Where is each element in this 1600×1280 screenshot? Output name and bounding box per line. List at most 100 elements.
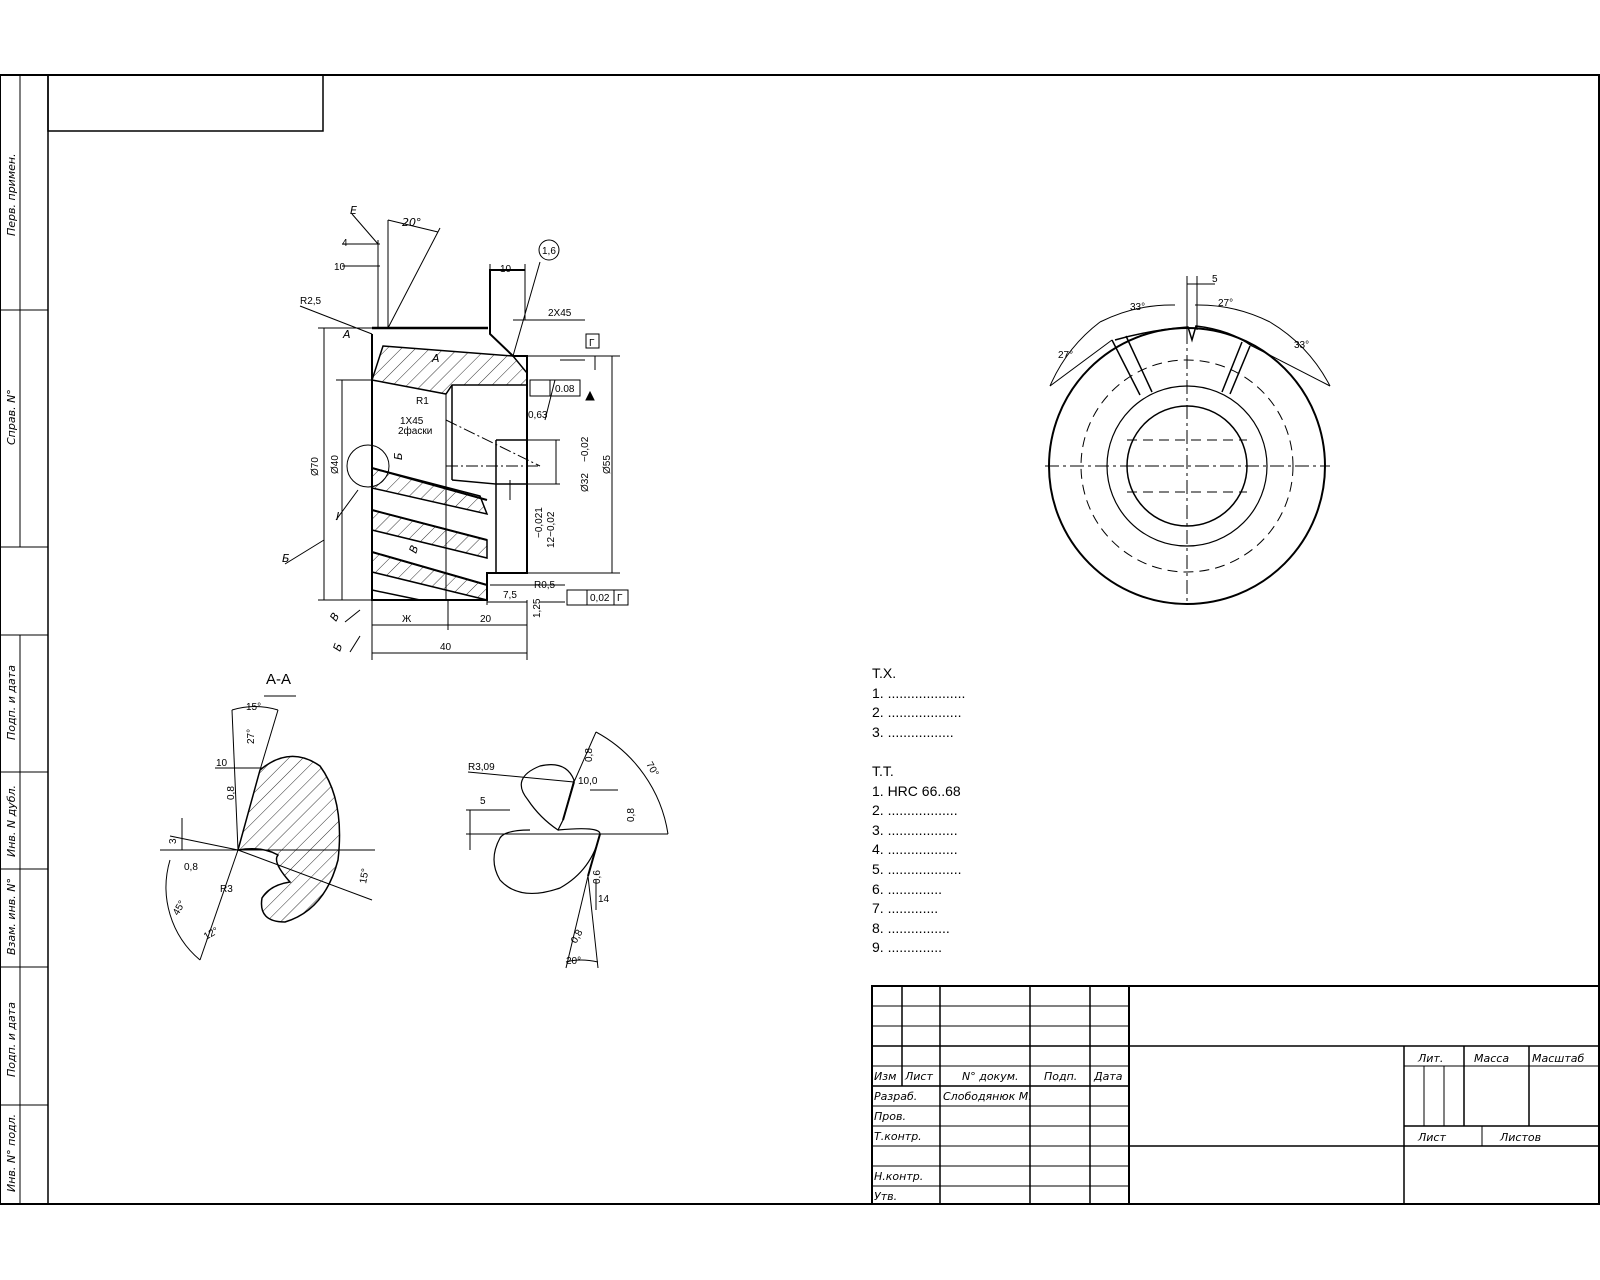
dim-5d: 5 bbox=[480, 796, 486, 807]
tt-item-3: 3. .................. bbox=[872, 821, 958, 838]
dim-d32: Ø32 bbox=[580, 473, 591, 492]
section-aa-title: А-А bbox=[266, 671, 291, 688]
roughness-08-aa2: 0,8 bbox=[184, 862, 198, 873]
section-aa-dims: А-А 15° 27° 10 0,8 3 0,8 R3 15° 45° 12° bbox=[168, 671, 372, 943]
scale-label: Масштаб bbox=[1532, 1052, 1584, 1065]
tol-008: 0.08 bbox=[555, 384, 575, 395]
sidebar-label-podp1: Подп. и дата bbox=[5, 665, 18, 740]
detail-circle bbox=[346, 444, 390, 488]
dim-r25: R2,5 bbox=[300, 296, 322, 307]
tt-item-6: 6. .............. bbox=[872, 880, 943, 897]
tol-021: −0,021 bbox=[534, 507, 545, 538]
dim-r1: R1 bbox=[416, 396, 429, 407]
dim-70: 70° bbox=[643, 760, 660, 779]
col-data: Дата bbox=[1093, 1070, 1123, 1083]
dim-10d: 10,0 bbox=[578, 776, 598, 787]
dim-33: 33° bbox=[1130, 302, 1145, 313]
section-mark-a1: A bbox=[342, 328, 351, 341]
dim-27b: 27° bbox=[1218, 298, 1233, 309]
row-nkontr: Н.контр. bbox=[874, 1170, 923, 1183]
mass-label: Масса bbox=[1474, 1052, 1509, 1065]
side-view bbox=[1045, 276, 1331, 605]
col-podp: Подп. bbox=[1044, 1070, 1077, 1083]
tt-item-8: 8. ................ bbox=[872, 919, 950, 936]
upper-section-hatch bbox=[371, 345, 528, 395]
dim-chamfer-2f: 2фаски bbox=[398, 425, 432, 437]
title-block bbox=[871, 985, 1600, 1205]
dim-4: 4 bbox=[342, 238, 348, 249]
sheet-label: Лист bbox=[1417, 1131, 1446, 1144]
dim-5: 5 bbox=[1212, 274, 1218, 285]
tx-title: Т.Х. bbox=[872, 665, 897, 681]
runout-datum-g: Г bbox=[617, 593, 623, 604]
tooth-hatch-2 bbox=[371, 509, 488, 559]
section-mark-a2: A bbox=[431, 352, 440, 365]
dim-10: 10 bbox=[334, 262, 346, 273]
view-mark-v: В bbox=[407, 543, 422, 555]
title-block-text: Изм Лист N° докум. Подп. Дата Разраб. Сл… bbox=[874, 1052, 1584, 1203]
tooth-hatch-1 bbox=[371, 467, 489, 516]
dim-10b: 10 bbox=[500, 264, 512, 275]
dim-75: 7,5 bbox=[503, 590, 517, 601]
dim-2x45: 2X45 bbox=[548, 308, 572, 319]
side-view-dims: 5 33° 27° 27° 33° bbox=[1058, 274, 1309, 361]
sheet-frame bbox=[0, 74, 1600, 1205]
dim-40: 40 bbox=[440, 642, 452, 653]
view-mark-b2: Б bbox=[282, 552, 290, 565]
roughness-bubble: 1,6 bbox=[542, 246, 556, 257]
dim-chamfer-1x45: 1Х45 bbox=[400, 416, 424, 427]
dim-zh: Ж bbox=[402, 614, 412, 625]
dim-12: 12° bbox=[202, 926, 221, 943]
technical-notes: Т.Х. 1. .................... 2. ........… bbox=[872, 664, 965, 958]
row-prov: Пров. bbox=[874, 1110, 906, 1123]
roughness-06-d: 0,6 bbox=[592, 870, 603, 884]
tt-item-9: 9. .............. bbox=[872, 939, 943, 956]
detail-mark-i: I bbox=[336, 510, 339, 523]
tt-title: Т.Т. bbox=[872, 762, 894, 779]
col-izm: Изм bbox=[874, 1070, 896, 1083]
tt-item-7: 7. ............. bbox=[872, 900, 939, 917]
col-list: Лист bbox=[904, 1070, 933, 1083]
sidebar-label-inv-podl: Инв. N° подл. bbox=[5, 1114, 18, 1192]
section-aa bbox=[160, 695, 375, 961]
main-view bbox=[284, 213, 629, 660]
main-view-dims: Е 20° 4 10 R2,5 A A 10 2X45 1,6 Г 0.08 R… bbox=[282, 204, 623, 653]
roughness-08-d1: 0,8 bbox=[584, 748, 595, 762]
gear-outline bbox=[371, 269, 528, 601]
datum-g: Г bbox=[589, 338, 595, 349]
col-doc-no: N° докум. bbox=[962, 1070, 1019, 1083]
sidebar-label-vzam: Взам. инв. N° bbox=[5, 878, 18, 955]
tt-item-5: 5. ................... bbox=[872, 860, 962, 877]
dim-27: 27° bbox=[1058, 350, 1073, 361]
tol-12: 12−0,02 bbox=[546, 511, 557, 548]
dim-27s: 27° bbox=[246, 729, 257, 744]
detail-view-dims: R3,09 5 10,0 0,8 0,8 70° 14 0,6 0,8 20° bbox=[468, 748, 660, 967]
sidebar-label-inv-dubl: Инв. N дубл. bbox=[5, 785, 18, 857]
dim-10s: 10 bbox=[216, 758, 228, 769]
tx-item-1: 1. .................... bbox=[872, 684, 966, 701]
roughness-125: 1,25 bbox=[532, 598, 543, 618]
view-mark-v2: В bbox=[327, 610, 342, 623]
dim-e: Е bbox=[350, 204, 357, 217]
roughness-063: 0,63 bbox=[528, 410, 548, 421]
tx-item-3: 3. ................. bbox=[872, 723, 954, 740]
tooth-hatch-3 bbox=[371, 551, 488, 601]
dim-33b: 33° bbox=[1294, 340, 1309, 351]
dim-20: 20 bbox=[480, 614, 492, 625]
dim-angle-20: 20° bbox=[402, 216, 422, 229]
dim-15b: 15° bbox=[358, 868, 371, 885]
tt-item-2: 2. .................. bbox=[872, 802, 958, 819]
sidebar-labels: Перв. примен. Справ. N° Подп. и дата Инв… bbox=[5, 153, 18, 1192]
row-tkontr: Т.контр. bbox=[874, 1130, 922, 1143]
runout-002: 0,02 bbox=[590, 593, 610, 604]
roughness-08-aa: 0,8 bbox=[226, 786, 237, 800]
sidebar-label-podp2: Подп. и дата bbox=[5, 1002, 18, 1077]
sidebar-label-perv: Перв. примен. bbox=[5, 153, 18, 236]
dim-d55: Ø55 bbox=[602, 455, 613, 474]
dim-d40: Ø40 bbox=[330, 455, 341, 474]
dim-20d: 20° bbox=[566, 956, 581, 967]
dim-15: 15° bbox=[246, 702, 261, 713]
sheets-label: Листов bbox=[1499, 1131, 1541, 1144]
detail-view bbox=[466, 731, 669, 969]
